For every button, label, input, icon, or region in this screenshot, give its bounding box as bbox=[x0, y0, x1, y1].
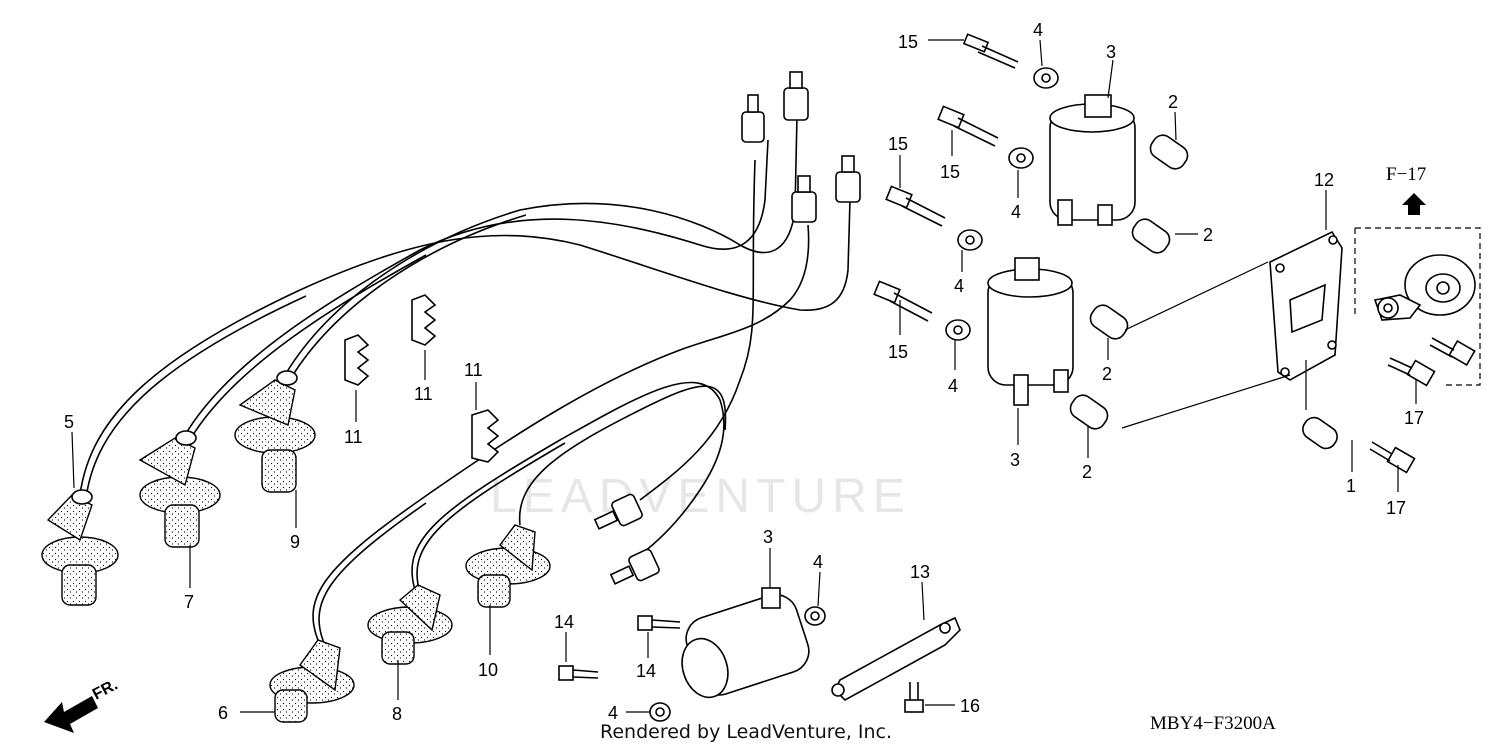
bolt-inset bbox=[1429, 337, 1476, 367]
bolt-17-a bbox=[1387, 357, 1436, 387]
callout-3: 3 bbox=[1010, 450, 1020, 470]
bolt-15-c bbox=[885, 185, 946, 227]
credit-text: Rendered by LeadVenture, Inc. bbox=[600, 721, 892, 743]
callout-4: 4 bbox=[813, 552, 823, 572]
coil-bracket-12 bbox=[1269, 230, 1343, 381]
callout-5: 5 bbox=[64, 412, 74, 432]
plug-cap-5 bbox=[41, 489, 119, 606]
callout-17: 17 bbox=[1404, 408, 1424, 428]
bolt-15-a bbox=[962, 33, 1019, 69]
callout-14: 14 bbox=[554, 612, 574, 632]
nut-4-a bbox=[1033, 67, 1059, 89]
drawing-code: MBY4−F3200A bbox=[1150, 713, 1276, 734]
wire-clamp-11-a bbox=[344, 334, 370, 386]
callout-labels: 15 4 3 2 2 15 15 4 4 15 4 3 2 2 12 1 17 … bbox=[64, 20, 1424, 724]
front-arrow-icon bbox=[44, 696, 98, 733]
callout-6: 6 bbox=[218, 703, 228, 723]
callout-15: 15 bbox=[898, 32, 918, 52]
callout-leaders bbox=[71, 39, 1417, 713]
nut-4-f bbox=[649, 702, 671, 722]
plug-cap-7 bbox=[138, 430, 221, 548]
bolt-16 bbox=[904, 682, 924, 713]
bolt-15-b bbox=[937, 105, 999, 147]
collar-1 bbox=[1302, 416, 1338, 450]
callout-2: 2 bbox=[1203, 225, 1213, 245]
nut-4-e bbox=[804, 606, 826, 626]
callout-11: 11 bbox=[344, 427, 363, 447]
wire-clamp-11-c bbox=[471, 409, 500, 463]
collar-2-d bbox=[1069, 394, 1109, 430]
spark-plug-wires bbox=[79, 114, 851, 649]
reference-f17: F−17 bbox=[1386, 164, 1426, 185]
callout-3: 3 bbox=[1106, 42, 1116, 62]
callout-3: 3 bbox=[763, 527, 773, 547]
callout-8: 8 bbox=[392, 704, 402, 724]
callout-15: 15 bbox=[888, 134, 908, 154]
callout-1: 1 bbox=[1346, 476, 1356, 496]
stay-bracket-13 bbox=[831, 616, 961, 701]
callout-14: 14 bbox=[636, 661, 656, 681]
plug-cap-9 bbox=[234, 370, 316, 493]
bolt-15-d bbox=[873, 280, 933, 322]
callout-9: 9 bbox=[290, 532, 300, 552]
collar-2-c bbox=[1089, 304, 1129, 340]
nut-4-b bbox=[1008, 147, 1034, 169]
callout-15: 15 bbox=[940, 162, 960, 182]
callout-13: 13 bbox=[910, 562, 930, 582]
callout-17: 17 bbox=[1386, 498, 1406, 518]
nut-4-d bbox=[945, 319, 971, 341]
callout-4: 4 bbox=[954, 276, 964, 296]
ignition-coil-lower bbox=[681, 587, 810, 699]
callout-10: 10 bbox=[478, 660, 498, 680]
callout-4: 4 bbox=[948, 376, 958, 396]
callout-7: 7 bbox=[184, 592, 194, 612]
callout-4: 4 bbox=[1011, 202, 1021, 222]
callout-11: 11 bbox=[414, 384, 433, 404]
plug-cap-8 bbox=[367, 584, 453, 665]
collar-2-b bbox=[1131, 218, 1171, 254]
ignition-coil-middle bbox=[987, 257, 1074, 406]
front-indicator: FR. bbox=[90, 676, 121, 703]
callout-4: 4 bbox=[608, 703, 618, 723]
nut-4-c bbox=[957, 229, 983, 251]
wire-terminals bbox=[593, 71, 861, 585]
up-arrow-icon bbox=[1402, 193, 1426, 215]
callout-11: 11 bbox=[464, 360, 483, 380]
callout-12: 12 bbox=[1314, 170, 1334, 190]
callout-15: 15 bbox=[888, 342, 908, 362]
bolt-14-b bbox=[558, 665, 599, 681]
wire-clamp-11-b bbox=[411, 294, 437, 346]
plug-cap-10 bbox=[465, 524, 551, 608]
plug-cap-6 bbox=[269, 639, 355, 723]
watermark-text: LEADVENTURE bbox=[490, 470, 911, 523]
inset-box bbox=[1354, 227, 1481, 386]
callout-16: 16 bbox=[960, 696, 980, 716]
bolt-17-b bbox=[1369, 441, 1416, 474]
ignition-coil-upper bbox=[1049, 94, 1136, 226]
callout-4: 4 bbox=[1033, 20, 1043, 40]
callout-2: 2 bbox=[1102, 364, 1112, 384]
collar-2-a bbox=[1149, 134, 1189, 170]
callout-2: 2 bbox=[1168, 92, 1178, 112]
callout-2: 2 bbox=[1082, 462, 1092, 482]
bolt-14-a bbox=[637, 615, 681, 631]
